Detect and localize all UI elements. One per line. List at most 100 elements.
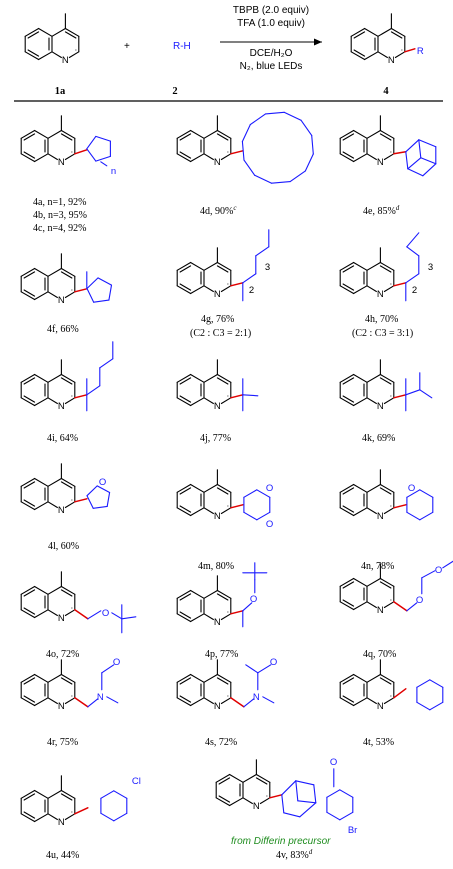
mol-4e-benzo xyxy=(353,129,368,139)
mol-4o-double xyxy=(23,589,36,597)
tbu-4k xyxy=(405,389,421,396)
adamantane-4v xyxy=(297,800,317,804)
mol-4j-benzo xyxy=(176,397,192,407)
thf-4l xyxy=(92,505,108,509)
mol-4v-double xyxy=(218,795,231,803)
mol-4l-benzo xyxy=(34,477,49,487)
mol-4d-ring xyxy=(220,153,232,161)
ether-4o xyxy=(87,610,102,620)
condition-solvent: DCE/H₂O xyxy=(250,48,293,59)
mol-4r-N: N xyxy=(58,701,65,712)
o-4n: O xyxy=(408,483,415,494)
thf-4l xyxy=(96,485,111,494)
label-4v-text: 4v, 83% xyxy=(276,850,309,861)
mol-4-ring xyxy=(377,51,388,59)
new-bond xyxy=(393,282,407,287)
mol-4j-benzo xyxy=(190,373,205,383)
mol-4d-ring xyxy=(216,129,232,139)
thp-4n xyxy=(406,489,421,498)
mol-4h-double xyxy=(342,265,355,273)
mol-4e-ring xyxy=(379,129,395,139)
mol-4r-benzo xyxy=(34,673,49,683)
mol-4v-ring xyxy=(259,797,271,805)
mol-4i-ring xyxy=(60,373,76,383)
mol-4t-benzo xyxy=(339,697,355,707)
mol-4-double xyxy=(353,49,366,57)
mol-4a-ring xyxy=(47,153,58,161)
mol-4t-double xyxy=(379,677,392,685)
thp-4n xyxy=(406,511,421,521)
mol-4s-ring xyxy=(216,673,232,683)
adamantane-4e xyxy=(418,139,422,159)
mol-4j-double xyxy=(216,377,229,385)
mol-4r-double xyxy=(23,677,36,685)
ring-4d xyxy=(254,174,273,184)
mol-4g-double xyxy=(179,283,192,291)
mol-4o-ring xyxy=(47,609,58,617)
mol-4n-benzo xyxy=(353,507,368,517)
mol-4d-ring xyxy=(203,153,214,161)
mol-1a-N: N xyxy=(62,55,69,66)
mol-4i-benzo xyxy=(20,397,36,407)
mol-4r-ring xyxy=(47,697,58,705)
label-4k: 4k, 69% xyxy=(362,433,395,444)
mol-4j-benzo xyxy=(176,373,192,383)
mol-4q-ring xyxy=(366,601,377,609)
mol-4j-ring xyxy=(216,373,232,383)
amide-4r xyxy=(101,664,115,674)
mol-4j-double xyxy=(179,377,192,385)
mol-4m-benzo xyxy=(190,507,205,517)
aryl-4v xyxy=(326,789,341,798)
mol-4p-double xyxy=(216,593,229,601)
mol-4v-N: N xyxy=(253,801,260,812)
mol-4d-double xyxy=(216,133,229,141)
new-bond xyxy=(404,48,416,53)
n-4r: N xyxy=(97,692,104,703)
amide-4s xyxy=(243,698,255,708)
mol-4r-double xyxy=(23,695,36,703)
mol-4h-double xyxy=(379,265,392,273)
mol-4p-benzo xyxy=(176,613,192,623)
label-4h: 4h, 70% xyxy=(365,314,398,325)
mol-4d-benzo xyxy=(190,153,205,163)
mol-4t-double xyxy=(342,695,355,703)
mol-4u-ring xyxy=(47,813,58,821)
o-4q: O xyxy=(435,565,442,576)
mol-1a-benzo xyxy=(24,51,40,61)
tbu-4k xyxy=(419,389,433,399)
dioxane-4m xyxy=(243,511,258,521)
mol-4g-ring xyxy=(203,285,214,293)
mol-4f-benzo xyxy=(34,291,49,301)
mol-4u-benzo xyxy=(34,789,49,799)
mol-4t-benzo xyxy=(339,673,355,683)
ring-4f xyxy=(93,299,110,303)
mol-1a-ring xyxy=(51,27,66,37)
mol-4l-double xyxy=(23,499,36,507)
mol-4h-benzo xyxy=(339,261,355,271)
mol-4s-benzo xyxy=(176,673,192,683)
mol-4g-N: N xyxy=(214,289,221,300)
mol-4i-N: N xyxy=(58,401,65,412)
mol-4v-double xyxy=(255,777,268,785)
label-4s: 4s, 72% xyxy=(205,737,237,748)
new-bond xyxy=(393,504,407,509)
chain-4h xyxy=(406,246,420,257)
new-bond xyxy=(230,504,244,509)
mol-4k-benzo xyxy=(339,397,355,407)
ring-4d xyxy=(241,124,251,143)
ring-4d xyxy=(264,111,285,115)
mol-4f-ring xyxy=(64,291,76,299)
mol-4s-N: N xyxy=(214,701,221,712)
mol-4m-benzo xyxy=(176,507,192,517)
mol-4n-benzo xyxy=(353,483,368,493)
ring-4a xyxy=(86,148,97,162)
mol-4f-ring xyxy=(60,267,76,277)
aryl-4v xyxy=(339,811,354,821)
mol-4k-ring xyxy=(379,373,395,383)
phenyl-4t xyxy=(429,679,444,688)
new-bond xyxy=(74,288,88,293)
mol-4g-ring xyxy=(203,261,218,271)
o-4o: O xyxy=(102,608,109,619)
mol-4a-N: N xyxy=(58,157,65,168)
mol-1a-benzo xyxy=(38,51,53,61)
